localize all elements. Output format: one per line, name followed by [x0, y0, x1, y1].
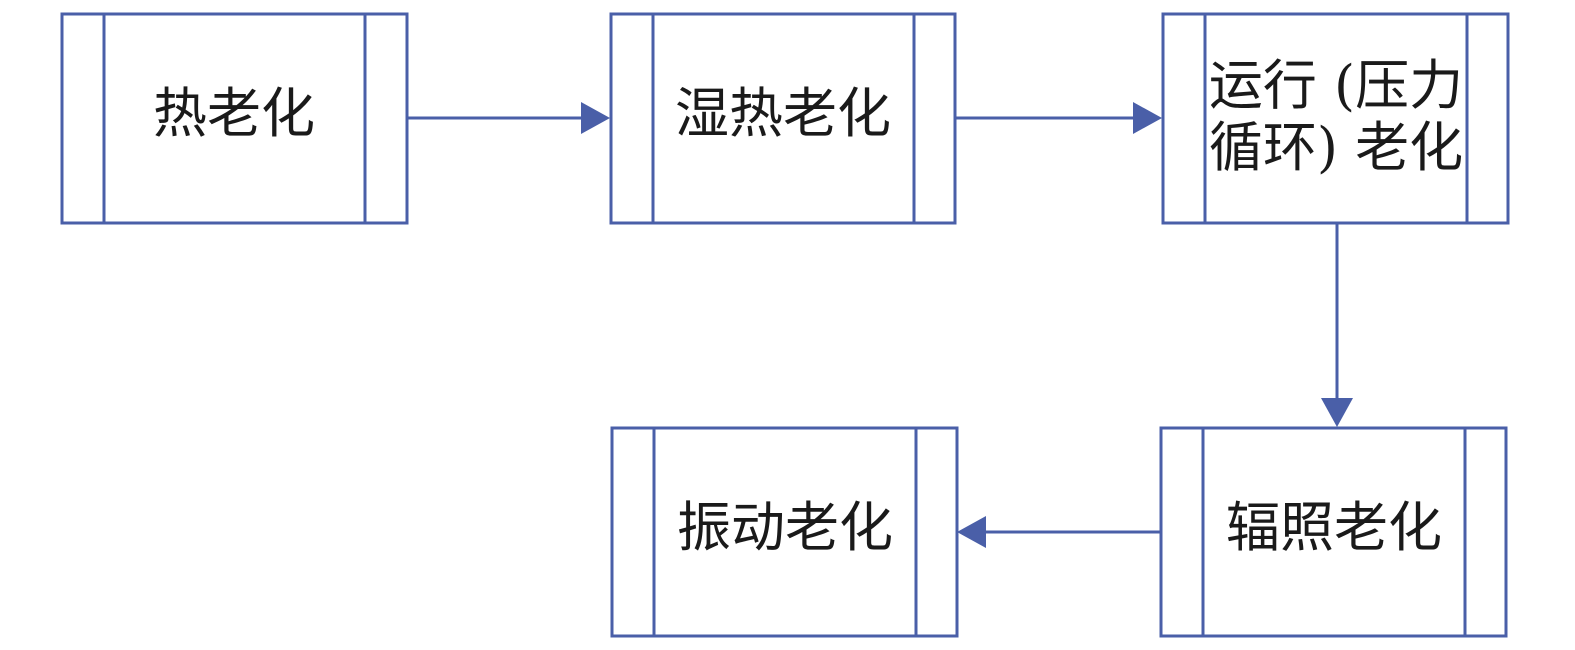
arrowhead-icon [1133, 102, 1162, 134]
node-thermal-aging: 热老化 [60, 12, 409, 225]
node-label-line-1: 运行 (压力 [1209, 54, 1463, 117]
arrowhead-icon [1321, 398, 1353, 427]
arrowhead-icon [957, 516, 986, 548]
node-label: 辐照老化 [1226, 496, 1442, 559]
node-frame [1159, 426, 1508, 638]
arrow-damp-heat-to-operation [955, 102, 1162, 134]
arrow-thermal-to-damp-heat [407, 102, 610, 134]
node-vibration-aging: 振动老化 [610, 426, 959, 638]
arrow-operation-to-irradiation [1321, 223, 1353, 427]
node-label: 振动老化 [677, 496, 893, 559]
node-label: 热老化 [153, 82, 315, 145]
node-label-line-2: 循环) 老化 [1209, 116, 1463, 179]
node-operation-aging: 运行 (压力 循环) 老化 [1161, 12, 1510, 225]
node-frame [609, 12, 957, 225]
node-label: 湿热老化 [675, 82, 891, 145]
arrowhead-icon [581, 102, 610, 134]
arrow-irradiation-to-vibration [957, 516, 1161, 548]
node-irradiation-aging: 辐照老化 [1159, 426, 1508, 638]
node-frame [1161, 12, 1510, 225]
node-frame [60, 12, 409, 225]
node-damp-heat-aging: 湿热老化 [609, 12, 957, 225]
